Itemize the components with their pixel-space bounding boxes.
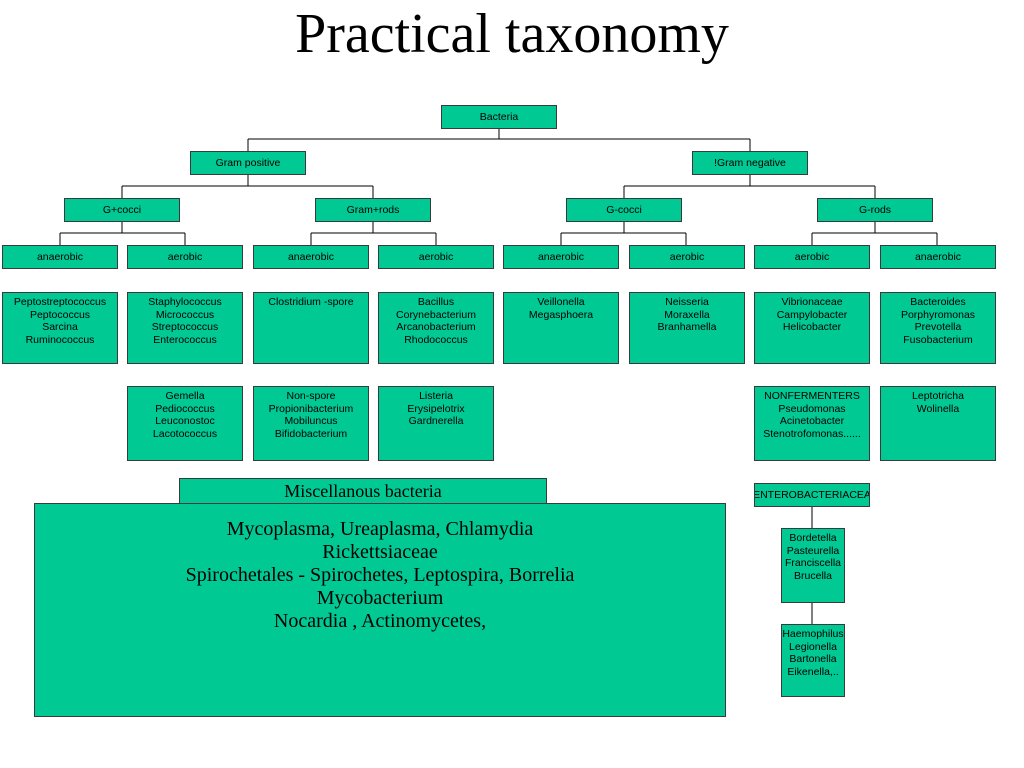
gneg-cocci-aerobic-genera: Neisseria Moraxella Branhamella	[629, 292, 745, 364]
genus-item: Ruminococcus	[25, 333, 95, 346]
genus-item: Peptostreptococcus	[13, 296, 107, 308]
gneg-cocci-anaerobic-node: anaerobic	[503, 245, 619, 269]
gpos-rods-aerobic-more: Listeria Erysipelotrix Gardnerella	[378, 386, 494, 461]
genus-item: Mobiluncus	[284, 415, 338, 427]
genus-item: Pseudomonas	[778, 402, 846, 415]
gpos-cocci-aerobic-more: Gemella Pediococcus Leuconostoc Lacotoco…	[127, 386, 243, 461]
misc-item: Mycobacterium	[316, 587, 444, 609]
gpos-cocci-anaerobic-node: anaerobic	[2, 245, 118, 269]
genus-item: Moraxella	[664, 308, 710, 321]
gpos-cocci-anaerobic-genera: Peptostreptococcus Peptococcus Sarcina R…	[2, 292, 118, 364]
genus-item: Enterococcus	[153, 333, 217, 346]
gpos-rods-node: Gram+rods	[315, 198, 431, 222]
genus-item: Rhodococcus	[404, 333, 468, 346]
genus-item: Pasteurella	[786, 544, 840, 557]
genus-item: Porphyromonas	[900, 308, 976, 321]
genus-item: Brucella	[794, 569, 832, 582]
misc-item: Rickettsiaceae	[322, 541, 438, 563]
genus-item: Helicobacter	[782, 321, 842, 333]
gpos-rods-aerobic-genera: Bacillus Corynebacterium Arcanobacterium…	[378, 292, 494, 364]
genus-item: Campylobacter	[776, 308, 848, 321]
genus-item: Bifidobacterium	[274, 427, 348, 440]
gpos-rods-anaerobic-genera: Clostridium -spore	[253, 292, 369, 364]
gneg-cocci-node: G-cocci	[566, 198, 682, 222]
gpos-cocci-aerobic-genera: Staphylococcus Micrococcus Streptococcus…	[127, 292, 243, 364]
genus-item: Gardnerella	[408, 415, 464, 427]
genus-item: Gemella	[165, 390, 205, 402]
genus-item: Peptococcus	[29, 308, 91, 321]
gneg-cocci-anaerobic-genera: Veillonella Megasphoera	[503, 292, 619, 364]
misc-item: Mycoplasma, Ureaplasma, Chlamydia	[226, 518, 534, 540]
genus-item: Arcanobacterium	[396, 321, 476, 333]
gpos-rods-anaerobic-node: anaerobic	[253, 245, 369, 269]
gneg-rods-anaerobic-more: Leptotricha Wolinella	[880, 386, 996, 461]
gpos-rods-anaerobic-more: Non-spore Propionibacterium Mobiluncus B…	[253, 386, 369, 461]
misc-item: Spirochetales - Spirochetes, Leptospira,…	[185, 564, 575, 586]
gneg-rods-nonfermenters: NONFERMENTERS Pseudomonas Acinetobacter …	[754, 386, 870, 461]
genus-item: Bartonella	[789, 653, 837, 665]
genus-item: Leptotricha	[912, 390, 964, 402]
genus-item: Wolinella	[916, 402, 960, 415]
genus-item: Vibrionaceae	[781, 296, 843, 308]
genus-item: Fusobacterium	[903, 333, 973, 346]
bacteria-root-node: Bacteria	[441, 105, 557, 129]
misc-item: Nocardia , Actinomycetes,	[273, 610, 487, 632]
genus-item: Propionibacterium	[268, 402, 354, 415]
gram-negative-node: !Gram negative	[692, 151, 808, 175]
gpos-cocci-aerobic-node: aerobic	[127, 245, 243, 269]
genus-item: Eikenella,..	[787, 665, 839, 678]
gneg-rods-anaerobic-node: anaerobic	[880, 245, 996, 269]
genus-item: Clostridium -spore	[268, 296, 354, 308]
gpos-rods-aerobic-node: aerobic	[378, 245, 494, 269]
genus-item: Non-spore	[286, 390, 336, 402]
genus-item: Pediococcus	[155, 402, 215, 415]
genus-item: Staphylococcus	[148, 296, 222, 308]
genus-item: Bacteroides	[910, 296, 966, 308]
genus-item: Legionella	[789, 640, 837, 653]
genus-item: Streptococcus	[151, 321, 219, 333]
genus-item: Leuconostoc	[155, 415, 215, 427]
genus-item: Micrococcus	[155, 308, 215, 321]
genus-item: Erysipelotrix	[407, 402, 465, 415]
genus-item: Sarcina	[42, 321, 78, 333]
genus-item: Acinetobacter	[779, 415, 845, 427]
gneg-rods-aerobic-node: aerobic	[754, 245, 870, 269]
gneg-rods-anaerobic-genera: Bacteroides Porphyromonas Prevotella Fus…	[880, 292, 996, 364]
genus-item: Megasphoera	[528, 308, 594, 321]
genus-item: Listeria	[419, 390, 453, 402]
genus-item: Neisseria	[665, 296, 709, 308]
genus-item: Bordetella	[789, 532, 837, 544]
genus-item: Veillonella	[537, 296, 585, 308]
genus-item: Lacotococcus	[152, 427, 218, 440]
genus-item: Franciscella	[784, 557, 842, 569]
misc-list-box: Mycoplasma, Ureaplasma, Chlamydia Ricket…	[34, 503, 726, 717]
page-title: Practical taxonomy	[295, 3, 729, 65]
gneg-cocci-aerobic-node: aerobic	[629, 245, 745, 269]
gpos-cocci-node: G+cocci	[64, 198, 180, 222]
enterobacteriaceae-node: ENTEROBACTERIACEA	[754, 483, 870, 507]
gneg-rods-aerobic-genera: Vibrionaceae Campylobacter Helicobacter	[754, 292, 870, 364]
gneg-rods-group2: Haemophilus Legionella Bartonella Eikene…	[781, 624, 845, 697]
gram-positive-node: Gram positive	[190, 151, 306, 175]
genus-item: Stenotrofomonas......	[763, 427, 861, 440]
genus-item: Haemophilus	[782, 628, 844, 640]
genus-item: Branhamella	[657, 321, 717, 333]
genus-item: Prevotella	[914, 321, 962, 333]
gneg-rods-group1: Bordetella Pasteurella Franciscella Bruc…	[781, 528, 845, 603]
misc-title-box: Miscellanous bacteria	[179, 478, 547, 505]
gneg-rods-node: G-rods	[817, 198, 933, 222]
genus-item: NONFERMENTERS	[764, 390, 860, 402]
genus-item: Corynebacterium	[396, 308, 476, 321]
genus-item: Bacillus	[417, 296, 455, 308]
